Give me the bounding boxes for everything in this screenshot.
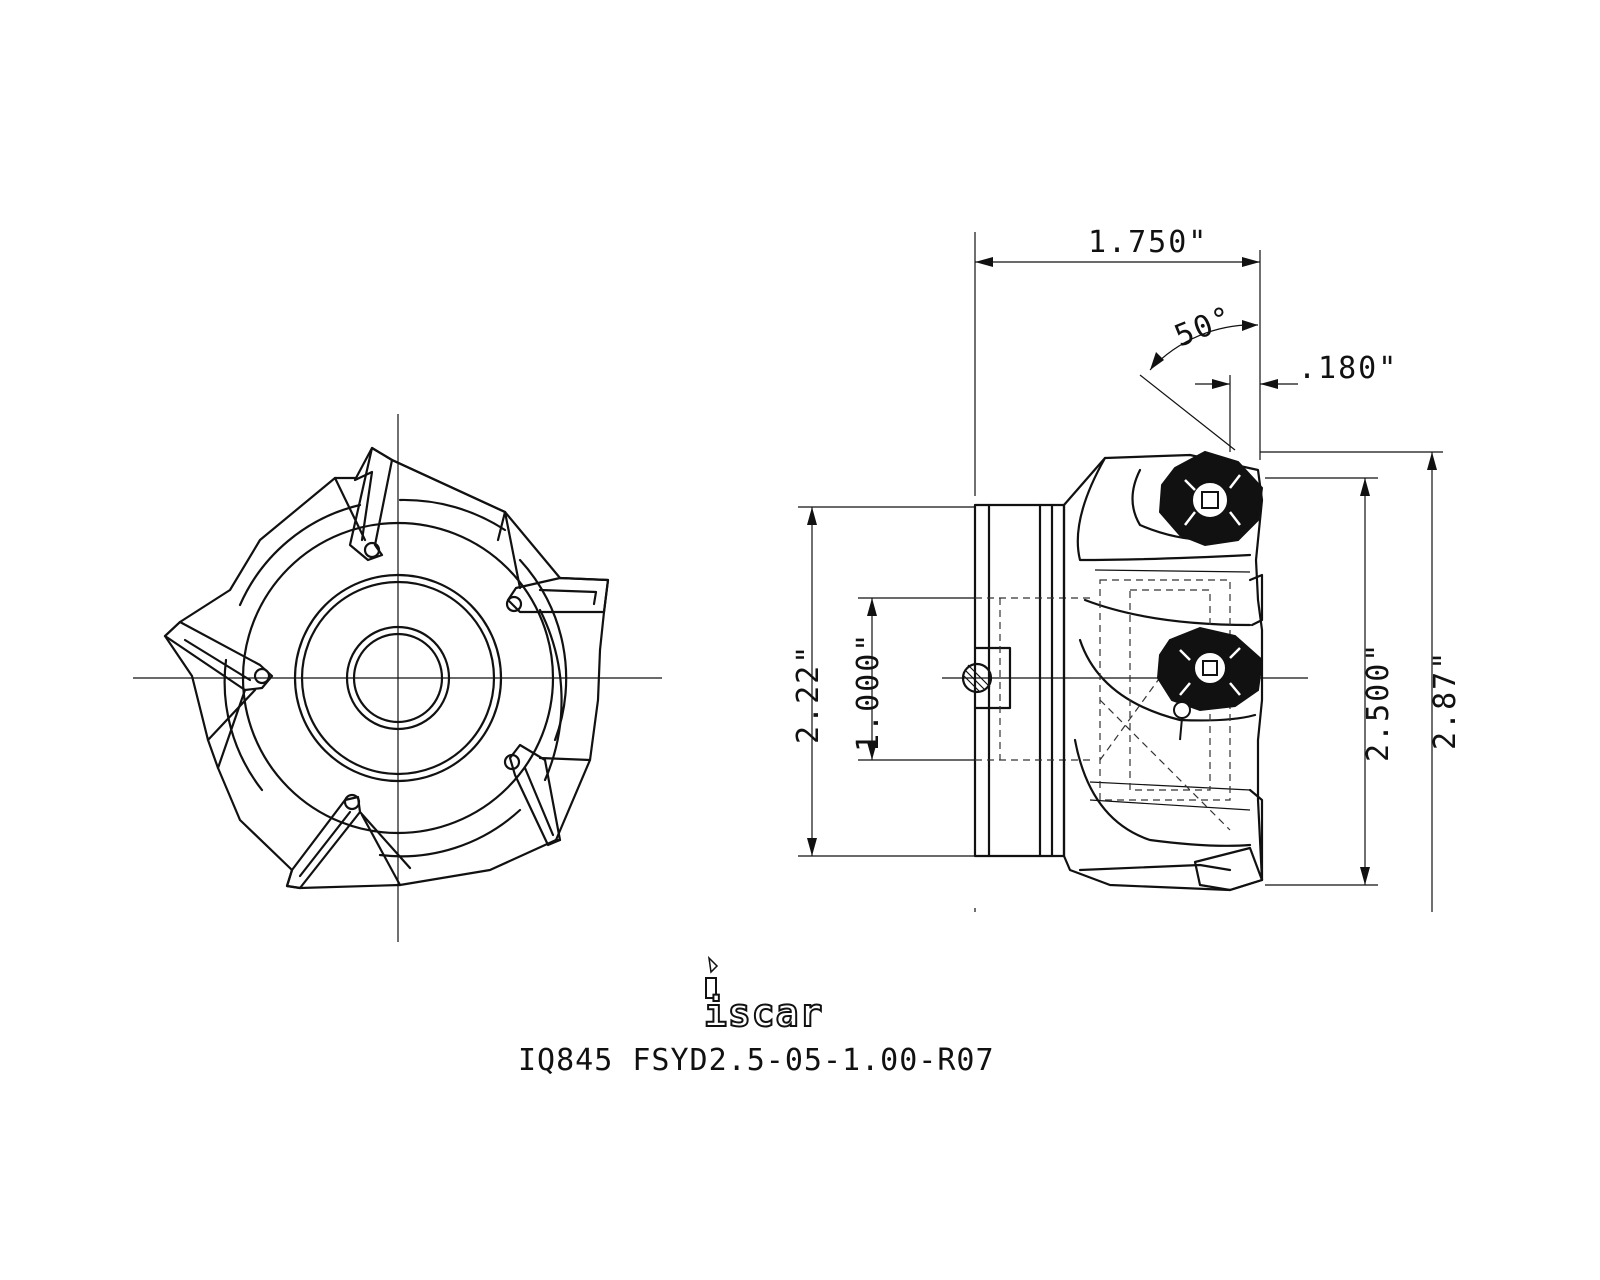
flute-curve-3	[1078, 638, 1257, 722]
chip-gash-1	[333, 476, 367, 542]
dim-angle-leg	[1139, 374, 1236, 451]
insert-pocket-left	[163, 620, 274, 770]
cutter-hub-outer-ring	[293, 573, 503, 783]
brand-logo: iscar	[703, 955, 823, 1036]
brand-logo-text: iscar	[704, 991, 823, 1035]
hidden-internal-3	[1099, 699, 1231, 831]
insert-pocket-bottom	[285, 793, 412, 890]
body-contour-arc-1	[238, 503, 362, 607]
hidden-internal-2	[1129, 589, 1211, 791]
insert-pocket-top	[348, 446, 507, 562]
bore-outer-circle	[345, 625, 451, 731]
dim-cutting-diameter-label: 2.500"	[1361, 642, 1396, 762]
dimension-lines	[798, 232, 1443, 912]
flute-curve-5	[1083, 598, 1252, 627]
insert-upper-side	[1248, 573, 1264, 627]
part-number: IQ845 FSYD2.5-05-1.00-R07	[518, 1043, 995, 1078]
flute-curve-1	[1076, 456, 1252, 562]
coolant-hole-symbol	[961, 662, 993, 694]
flute-curve-4	[1073, 738, 1252, 847]
flute-curve-9	[1094, 569, 1251, 573]
body-contour-arc-5	[398, 498, 507, 532]
cutter-hub-inner-ring	[300, 580, 496, 776]
cutter-body-ring	[241, 521, 555, 835]
side-view	[942, 450, 1308, 892]
front-view	[133, 414, 662, 942]
insert-pocket-lower-right	[503, 743, 562, 847]
body-contour-arc-6	[538, 608, 563, 782]
dim-lead-angle-label: 50°	[1170, 299, 1239, 354]
chip-gash-3	[360, 813, 402, 887]
chip-gash-2	[206, 688, 257, 742]
flute-curve-6	[1078, 863, 1232, 872]
bore-inner-circle	[352, 632, 444, 724]
hidden-internal-1	[1099, 579, 1231, 801]
insert-top	[1158, 450, 1264, 547]
insert-middle	[1156, 626, 1264, 741]
dim-overall-length-label: 1.750"	[1088, 225, 1208, 260]
dim-insert-offset-label: .180"	[1298, 351, 1398, 386]
insert-pocket-right	[503, 510, 610, 614]
drive-keyway	[973, 646, 1012, 710]
body-contour-arc-2	[518, 558, 568, 742]
insert-bottom	[1193, 788, 1264, 892]
dim-bore-diameter-label: 1.000"	[851, 632, 886, 752]
flute-curve-8	[1089, 799, 1251, 811]
dim-max-diameter-label: 2.87"	[1428, 650, 1463, 750]
chip-gash-4	[538, 756, 592, 762]
coolant-hole-hatch	[962, 664, 991, 693]
flute-curve-7	[1089, 781, 1251, 791]
dim-body-diameter-label: 2.22"	[791, 644, 826, 744]
